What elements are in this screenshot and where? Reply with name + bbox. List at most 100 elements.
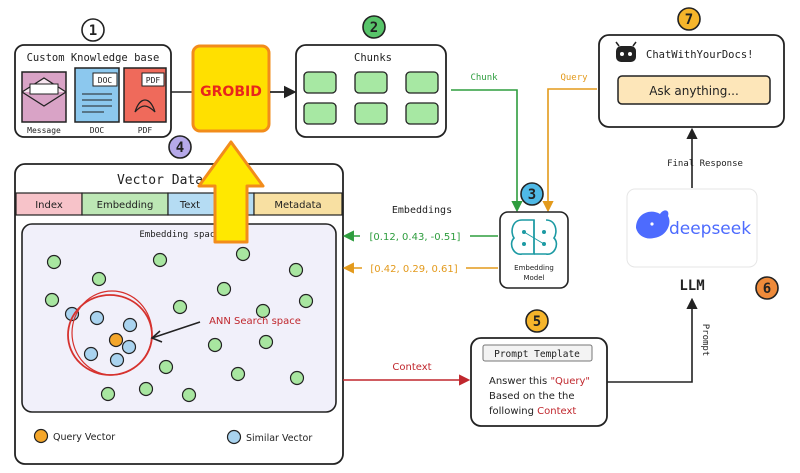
column-index: Index	[35, 200, 63, 211]
svg-text:1: 1	[89, 23, 97, 39]
prompt-line-3: following Context	[489, 406, 576, 417]
embedding-dot	[216, 281, 232, 297]
similar-vector-dot	[89, 310, 105, 326]
ask-input-placeholder: Ask anything...	[649, 84, 739, 98]
prompt-line-2: Based on the the	[489, 391, 575, 402]
similar-vector-dot	[121, 339, 137, 355]
prompt-arrow	[607, 297, 698, 383]
doc-file-icon	[74, 67, 120, 123]
embedding-model-label-1: Embedding	[514, 264, 554, 272]
step-4-badge: 4	[168, 135, 192, 159]
embedding-dot	[181, 387, 197, 403]
prompt-template-box: Prompt Template Answer this "Query" Base…	[470, 337, 608, 427]
ann-pointer-arrow	[151, 321, 201, 339]
ann-search-circle-stroke-2	[71, 290, 153, 376]
pdf-tag: PDF	[146, 76, 161, 85]
doc-label: DOC	[90, 126, 105, 135]
legend-similar-label: Similar Vector	[246, 433, 312, 444]
prompt-template-title: Prompt Template	[494, 349, 580, 360]
chat-window: ChatWithYourDocs! Ask anything...	[598, 34, 785, 128]
legend-similar-dot	[226, 429, 242, 445]
svg-text:7: 7	[685, 12, 693, 28]
embedding-vector-1: [0.12, 0.43, -0.51]	[370, 232, 461, 243]
grobid-box: GROBID	[191, 44, 271, 133]
robot-icon	[615, 41, 637, 62]
query-arrow	[542, 88, 597, 213]
svg-text:6: 6	[763, 281, 771, 297]
column-metadata: Metadata	[274, 200, 321, 211]
step-7-badge: 7	[677, 7, 701, 31]
chunks-box: Chunks	[295, 44, 447, 138]
knowledge-base-title: Custom Knowledge base	[27, 52, 160, 64]
embedding-dot	[288, 262, 304, 278]
embedding-vector-1-bg	[360, 228, 470, 243]
embeddings-label: Embeddings	[392, 205, 452, 216]
embedding-dot	[255, 303, 271, 319]
llm-label: LLM	[679, 278, 704, 294]
embedding-dot	[46, 254, 62, 270]
chunk-arrow	[451, 89, 523, 213]
doc-tag: DOC	[98, 76, 113, 85]
svg-text:5: 5	[533, 314, 541, 330]
ask-input[interactable]	[617, 75, 771, 105]
vector-db-columns: Index Embedding Text Metadata	[15, 192, 343, 216]
chunks-title: Chunks	[354, 52, 392, 64]
deepseek-brand: deepseek	[669, 219, 751, 239]
legend-query-label: Query Vector	[53, 432, 115, 443]
embedding-model-label-2: Model	[523, 274, 544, 282]
legend-query-dot	[33, 428, 49, 444]
chunk-tiles	[303, 71, 439, 125]
embedding-model-box: Embedding Model	[499, 211, 569, 289]
vector-database: Vector Data Index Embedding Text Metadat…	[14, 163, 344, 465]
grobid-label: GROBID	[200, 84, 262, 100]
llm-deepseek-card: deepseek	[626, 188, 758, 268]
step-1-badge: 1	[81, 18, 105, 42]
envelope-icon	[21, 71, 67, 123]
step-3-badge: 3	[520, 182, 544, 206]
embedding-dot	[158, 359, 174, 375]
similar-vector-dot	[122, 317, 138, 333]
chunk-arrow-label: Chunk	[470, 73, 498, 83]
column-text: Text	[179, 200, 200, 211]
embedding-dot	[289, 370, 305, 386]
embedding-dot	[100, 386, 116, 402]
chat-title: ChatWithYourDocs!	[646, 49, 753, 61]
prompt-arrow-label: Prompt	[700, 324, 710, 357]
embedding-vector-2-bg	[362, 260, 466, 275]
deepseek-whale-icon	[636, 210, 670, 239]
embedding-dot	[258, 334, 274, 350]
svg-text:2: 2	[370, 20, 378, 36]
ann-search-label: ANN Search space	[209, 316, 301, 327]
embedding-space-panel	[21, 223, 337, 413]
svg-text:4: 4	[176, 140, 184, 156]
message-label: Message	[27, 126, 61, 135]
query-arrow-label: Query	[560, 73, 588, 83]
vector-db-title: Vector Data	[117, 173, 203, 188]
query-vector-dot	[108, 332, 124, 348]
embedding-dot	[138, 381, 154, 397]
step-2-badge: 2	[362, 15, 386, 39]
context-arrow-label: Context	[392, 362, 431, 373]
embedding-vector-2: [0.42, 0.29, 0.61]	[370, 264, 457, 275]
embedding-dot	[91, 271, 107, 287]
legend: Query Vector Similar Vector	[33, 428, 312, 445]
similar-vector-dot	[83, 346, 99, 362]
grobid-up-arrow	[197, 140, 265, 244]
embedding-dot	[44, 292, 60, 308]
knowledge-base-box: Custom Knowledge base Message DOC DOC PD…	[14, 44, 172, 138]
embedding-dot	[172, 299, 188, 315]
svg-text:3: 3	[528, 187, 536, 203]
final-response-label: Final Response	[667, 159, 743, 169]
step-6-badge: 6	[755, 276, 779, 300]
embedding-dot	[207, 337, 223, 353]
prompt-line-1: Answer this "Query"	[489, 376, 590, 387]
embedding-dot	[230, 366, 246, 382]
ann-pointer-arrowhead	[150, 330, 163, 343]
embedding-dot	[152, 252, 168, 268]
brain-chip-icon	[510, 219, 558, 255]
pdf-label: PDF	[138, 126, 153, 135]
embedding-space-label: Embedding space	[139, 230, 220, 240]
embedding-dot	[298, 293, 314, 309]
pdf-file-icon	[123, 67, 167, 123]
